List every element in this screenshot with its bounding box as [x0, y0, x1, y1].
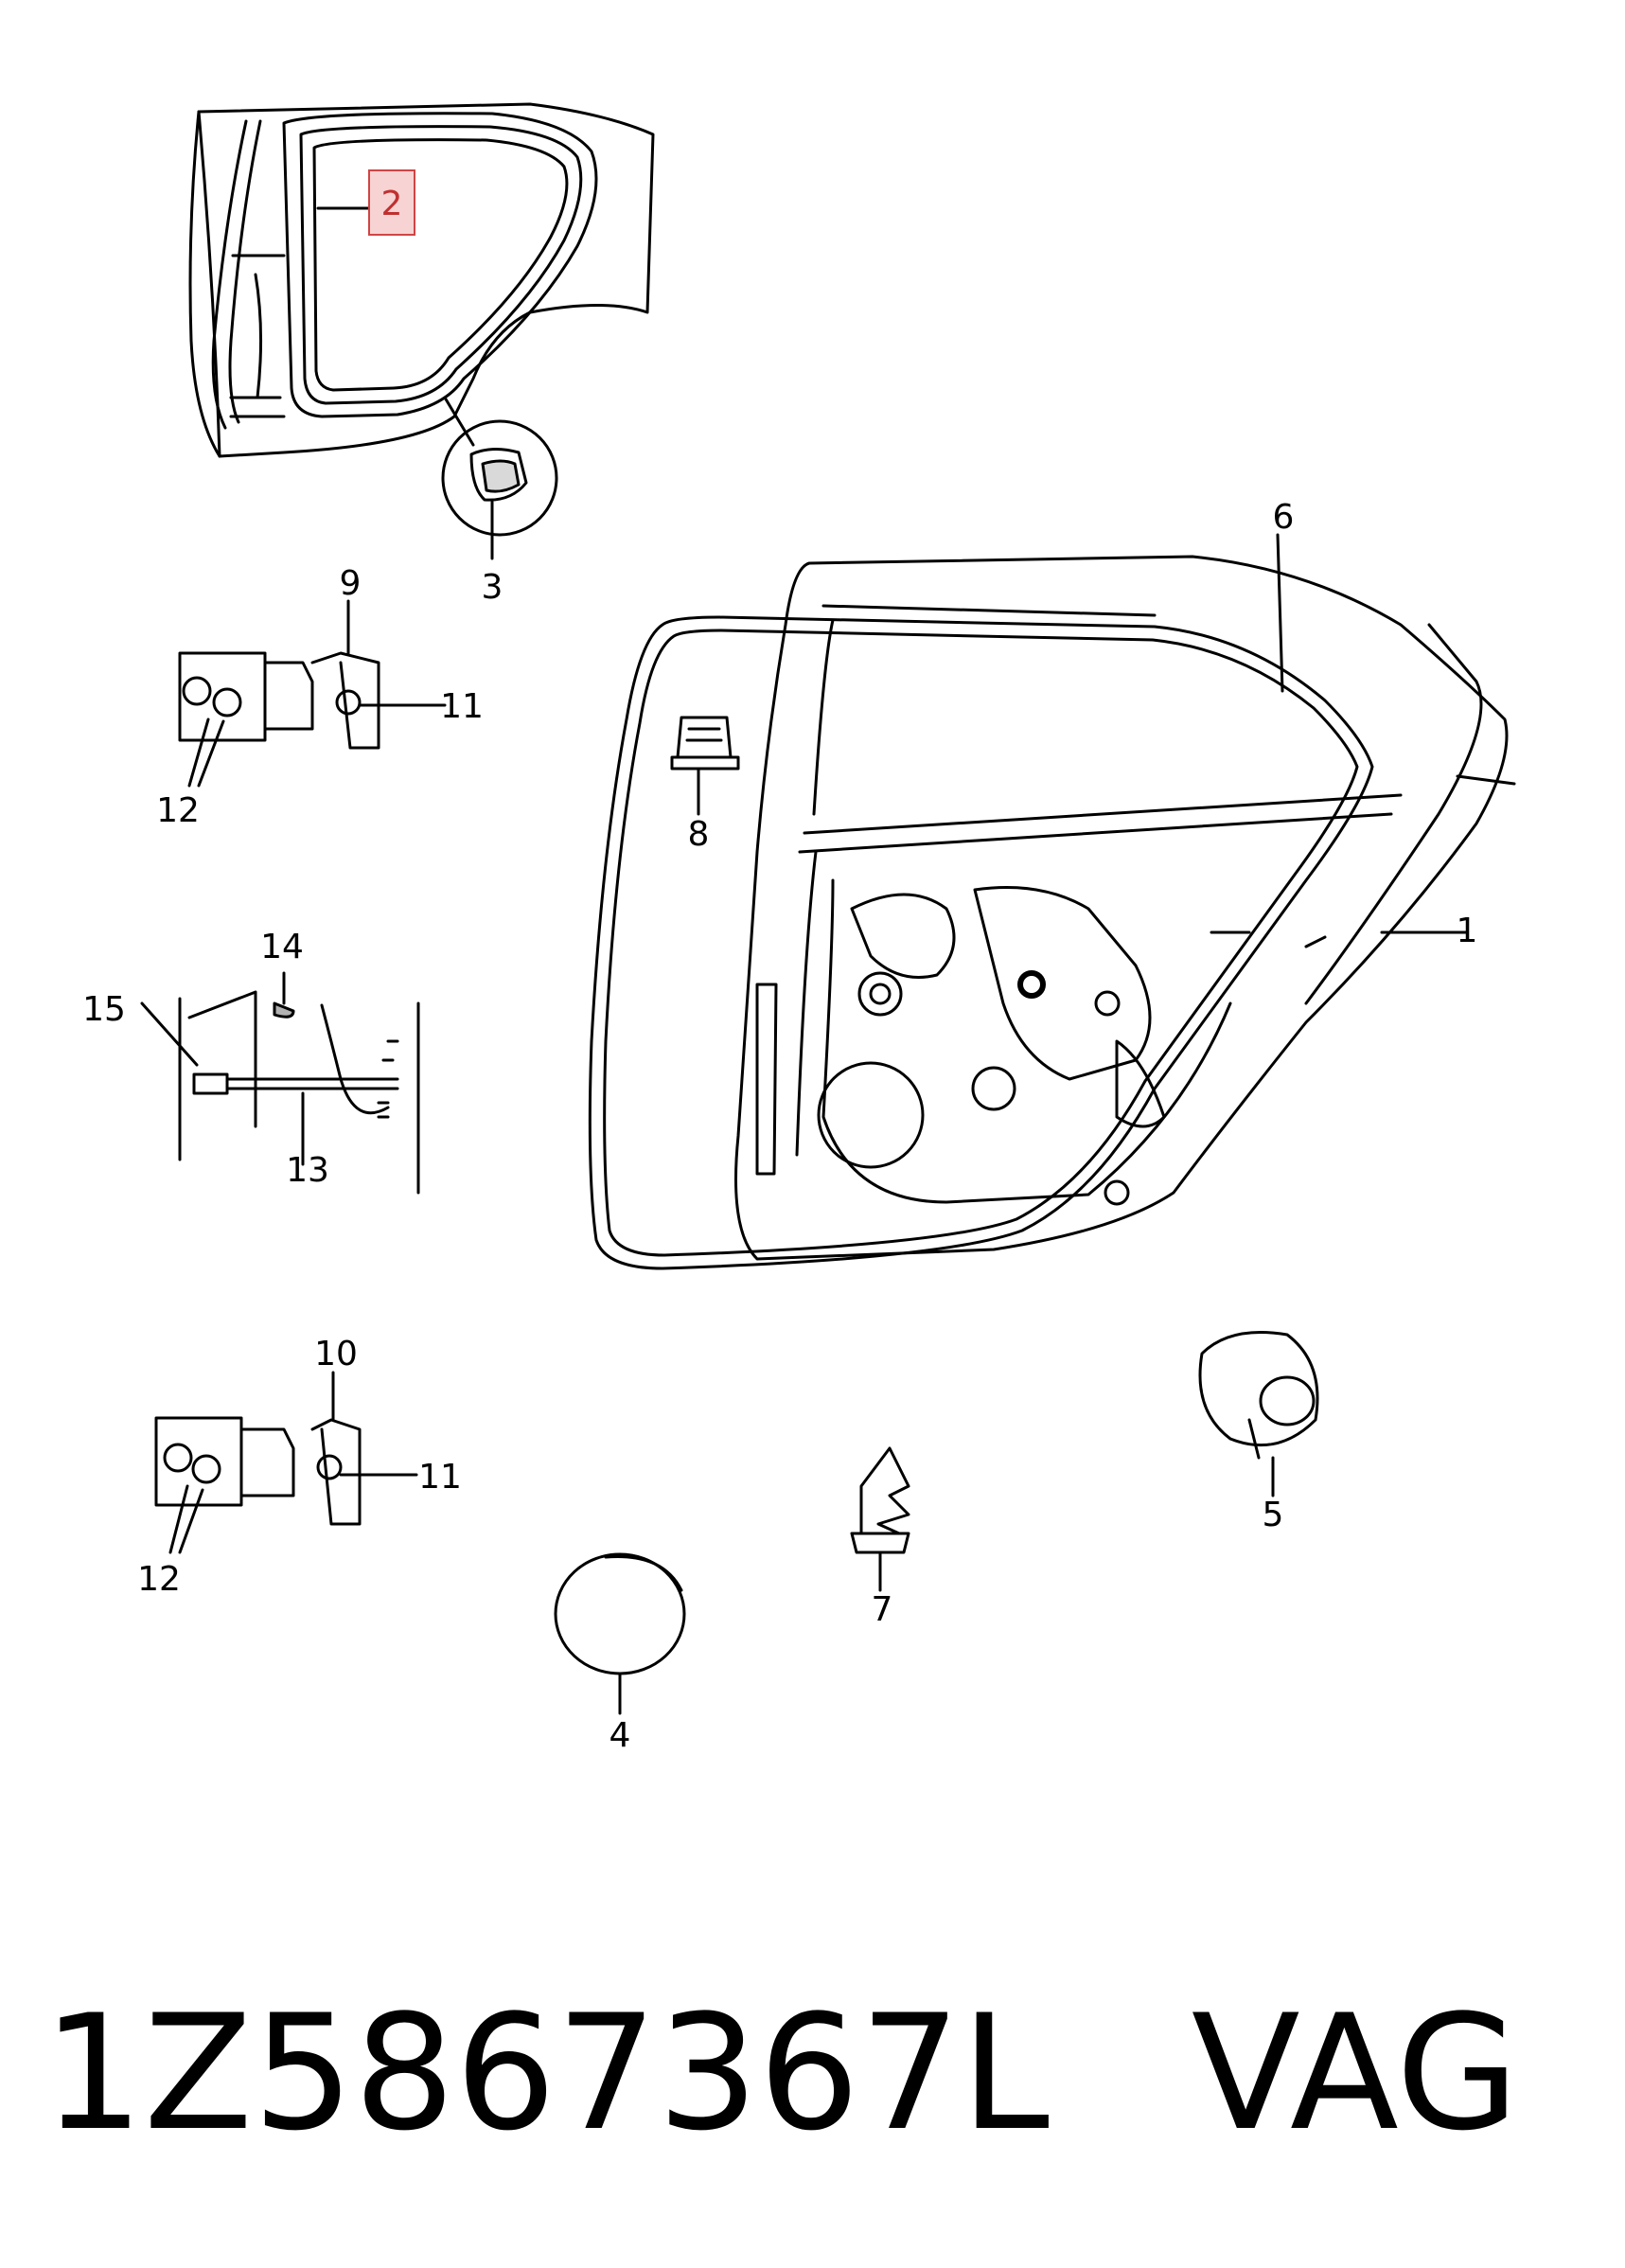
callout-labels: 1 3 4 5 6 7 8 9 10 11 11 12 12 13 14 15	[82, 498, 1477, 1755]
upper-hinge	[178, 599, 447, 788]
callout-8: 8	[688, 815, 710, 854]
leader-lines	[316, 206, 1459, 934]
callout-2-highlight[interactable]: 2	[368, 169, 415, 236]
part-4-plug	[554, 1552, 686, 1715]
callout-4: 4	[609, 1716, 631, 1755]
door-check-strap	[140, 971, 420, 1195]
callout-10: 10	[314, 1335, 358, 1373]
callout-3: 3	[482, 568, 503, 607]
body-side-panel	[188, 102, 655, 458]
part-7-clip	[850, 1446, 910, 1592]
callout-15: 15	[82, 990, 126, 1029]
callout-12-lower: 12	[137, 1560, 181, 1599]
callout-14: 14	[260, 928, 304, 966]
callout-2-label: 2	[381, 185, 403, 223]
part-number: 1Z5867367L	[43, 1980, 1050, 2166]
part-3-detail	[441, 396, 558, 560]
callout-1: 1	[1457, 912, 1478, 950]
callout-11-lower: 11	[418, 1458, 462, 1497]
brand-name: VAG	[1191, 1980, 1520, 2166]
callout-6: 6	[1273, 498, 1295, 537]
callout-13: 13	[286, 1151, 329, 1190]
lower-hinge	[154, 1371, 418, 1554]
callout-7: 7	[872, 1590, 893, 1629]
callout-5: 5	[1263, 1496, 1284, 1534]
callout-12-upper: 12	[156, 791, 200, 830]
callout-11-upper: 11	[440, 687, 484, 726]
part-number-footer: 1Z5867367L VAG	[43, 1978, 1519, 2168]
callout-9: 9	[340, 564, 362, 603]
part-5-bump-stop	[1198, 1331, 1319, 1497]
part-8-clip	[670, 716, 740, 816]
rear-door-assembly	[588, 555, 1516, 1270]
